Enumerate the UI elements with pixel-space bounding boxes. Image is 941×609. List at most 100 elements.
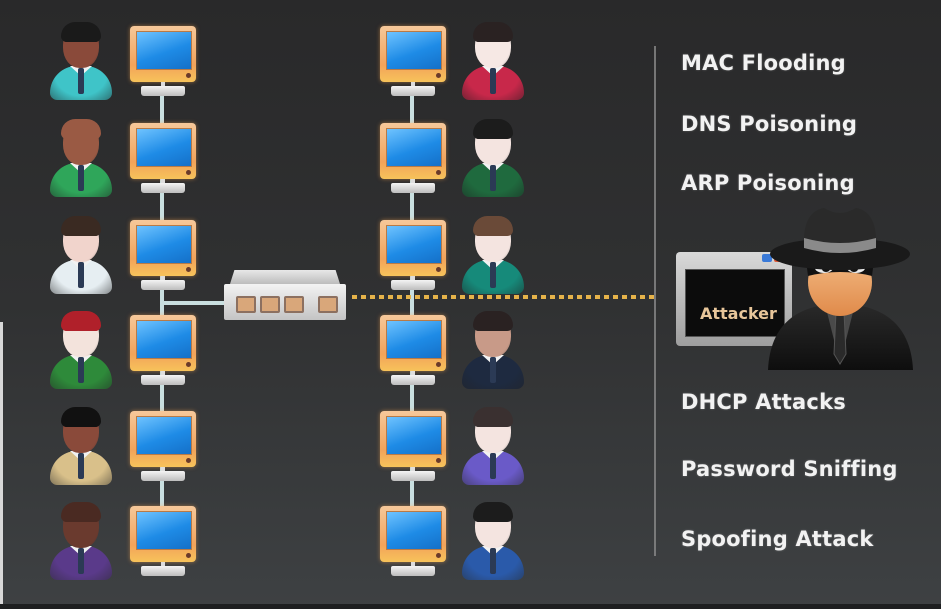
power-led-icon: [186, 553, 191, 558]
monitor-screen: [386, 416, 442, 455]
user-hair: [473, 119, 513, 139]
attack-item-mac-flooding: MAC Flooding: [681, 51, 846, 75]
power-led-icon: [436, 267, 441, 272]
user-hair: [61, 407, 101, 427]
monitor-base: [391, 375, 435, 385]
computer-monitor[interactable]: [130, 26, 196, 82]
power-led-icon: [186, 170, 191, 175]
switch-port: [284, 296, 304, 313]
power-led-icon: [436, 362, 441, 367]
monitor-stand: [161, 562, 165, 568]
user-avatar-icon: [458, 502, 528, 582]
user-hair: [473, 22, 513, 42]
computer-monitor[interactable]: [380, 411, 446, 467]
monitor-base: [141, 566, 185, 576]
computer-monitor[interactable]: [380, 26, 446, 82]
monitor-stand: [411, 562, 415, 568]
switch-front: [224, 284, 346, 320]
monitor-base: [391, 183, 435, 193]
monitor-screen: [386, 320, 442, 359]
user-avatar-icon: [46, 311, 116, 391]
switch-to-left-column-link: [162, 301, 226, 305]
computer-monitor[interactable]: [380, 220, 446, 276]
computer-monitor[interactable]: [130, 220, 196, 276]
user-avatar-icon: [458, 407, 528, 487]
monitor-base: [141, 183, 185, 193]
user-hair: [473, 407, 513, 427]
power-led-icon: [436, 170, 441, 175]
computer-monitor[interactable]: [130, 123, 196, 179]
left-column-link: [160, 96, 164, 516]
user-tie: [78, 165, 84, 191]
monitor-screen: [386, 225, 442, 264]
network-switch[interactable]: [224, 270, 346, 322]
user-avatar-icon: [46, 216, 116, 296]
monitor-screen: [136, 31, 192, 70]
user-tie: [78, 68, 84, 94]
switch-port: [318, 296, 338, 313]
computer-monitor[interactable]: [380, 506, 446, 562]
computer-monitor[interactable]: [130, 506, 196, 562]
user-tie: [78, 262, 84, 288]
power-led-icon: [186, 267, 191, 272]
user-avatar-icon: [46, 502, 116, 582]
user-tie: [78, 548, 84, 574]
user-avatar-icon: [458, 119, 528, 199]
attack-item-spoofing-attack: Spoofing Attack: [681, 527, 874, 551]
monitor-stand: [161, 82, 165, 88]
monitor-screen: [386, 128, 442, 167]
right-column-link: [410, 96, 414, 516]
monitor-stand: [411, 179, 415, 185]
user-avatar-icon: [46, 22, 116, 102]
monitor-stand: [411, 371, 415, 377]
user-tie: [490, 548, 496, 574]
user-hair: [473, 216, 513, 236]
power-led-icon: [186, 73, 191, 78]
user-tie: [490, 165, 496, 191]
computer-monitor[interactable]: [380, 315, 446, 371]
monitor-stand: [411, 276, 415, 282]
monitor-stand: [161, 371, 165, 377]
monitor-base: [391, 86, 435, 96]
user-hair: [473, 502, 513, 522]
user-avatar-icon: [458, 216, 528, 296]
monitor-stand: [161, 179, 165, 185]
monitor-stand: [411, 467, 415, 473]
computer-monitor[interactable]: [130, 315, 196, 371]
user-hair: [61, 119, 101, 139]
monitor-screen: [386, 31, 442, 70]
monitor-screen: [136, 511, 192, 550]
user-tie: [78, 357, 84, 383]
power-led-icon: [436, 73, 441, 78]
monitor-base: [391, 566, 435, 576]
attack-item-dns-poisoning: DNS Poisoning: [681, 112, 858, 136]
power-led-icon: [186, 362, 191, 367]
monitor-base: [141, 471, 185, 481]
attack-item-password-sniffing: Password Sniffing: [681, 457, 898, 481]
computer-monitor[interactable]: [380, 123, 446, 179]
monitor-base: [141, 280, 185, 290]
monitor-screen: [386, 511, 442, 550]
attack-path-dotted-line: [352, 295, 654, 299]
switch-top: [230, 270, 340, 284]
attacker-label: Attacker: [700, 304, 777, 323]
user-tie: [490, 68, 496, 94]
monitor-screen: [136, 320, 192, 359]
user-avatar-icon: [46, 407, 116, 487]
monitor-stand: [161, 467, 165, 473]
computer-monitor[interactable]: [130, 411, 196, 467]
attacker-spy-icon: [768, 208, 913, 370]
monitor-base: [141, 375, 185, 385]
user-avatar-icon: [46, 119, 116, 199]
attack-item-dhcp-attacks: DHCP Attacks: [681, 390, 846, 414]
monitor-base: [391, 280, 435, 290]
user-hair: [61, 22, 101, 42]
monitor-screen: [136, 416, 192, 455]
monitor-screen: [136, 128, 192, 167]
attacker-screen: Attacker: [685, 269, 785, 337]
user-tie: [490, 357, 496, 383]
user-tie: [78, 453, 84, 479]
user-hair: [61, 311, 101, 331]
attacker-window: Attacker: [676, 252, 792, 346]
